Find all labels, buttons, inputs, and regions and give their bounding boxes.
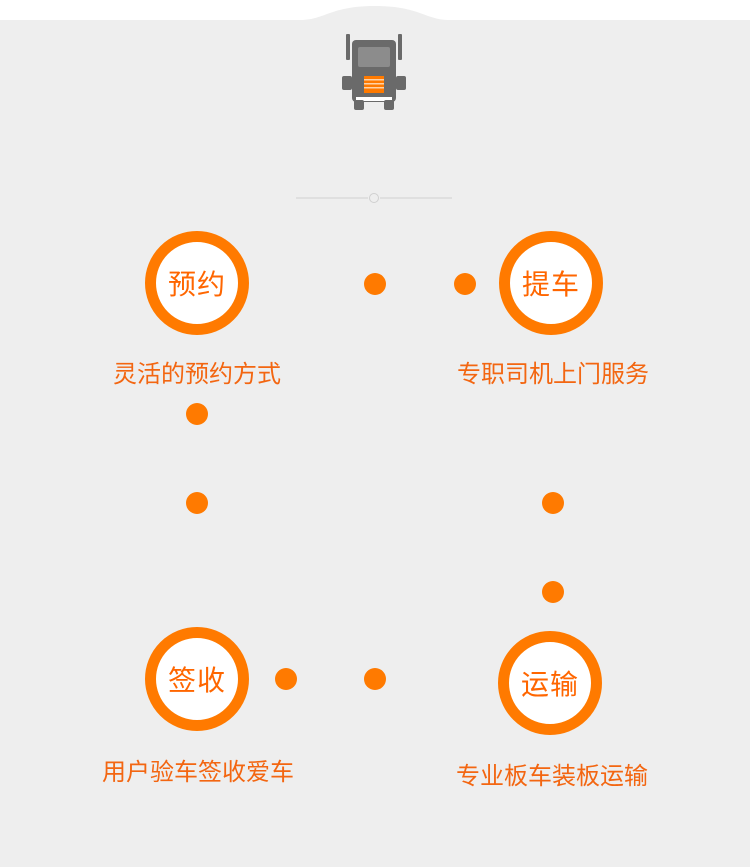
connector-dot — [454, 273, 476, 295]
step-transport-label: 运输 — [520, 668, 579, 701]
step-signoff-circle: 签收 — [145, 627, 249, 731]
truck-icon — [342, 34, 406, 110]
header-divider — [296, 193, 452, 203]
step-pickup-caption: 专职司机上门服务 — [457, 360, 649, 388]
step-signoff-caption: 用户验车签收爱车 — [102, 758, 294, 786]
process-panel — [0, 20, 750, 867]
connector-dot — [275, 668, 297, 690]
connector-dot — [364, 273, 386, 295]
step-signoff-label: 签收 — [167, 664, 226, 697]
step-reserve-circle: 预约 — [145, 231, 249, 335]
connector-dot — [364, 668, 386, 690]
step-pickup-circle: 提车 — [499, 231, 603, 335]
step-transport-circle: 运输 — [498, 631, 602, 735]
step-pickup-label: 提车 — [521, 268, 580, 301]
step-reserve-caption: 灵活的预约方式 — [113, 360, 281, 388]
top-notch-decoration — [0, 6, 750, 30]
connector-dot — [542, 492, 564, 514]
connector-dot — [542, 581, 564, 603]
connector-dot — [186, 492, 208, 514]
connector-dot — [186, 403, 208, 425]
step-transport-caption: 专业板车装板运输 — [456, 762, 648, 790]
step-reserve-label: 预约 — [167, 268, 226, 301]
